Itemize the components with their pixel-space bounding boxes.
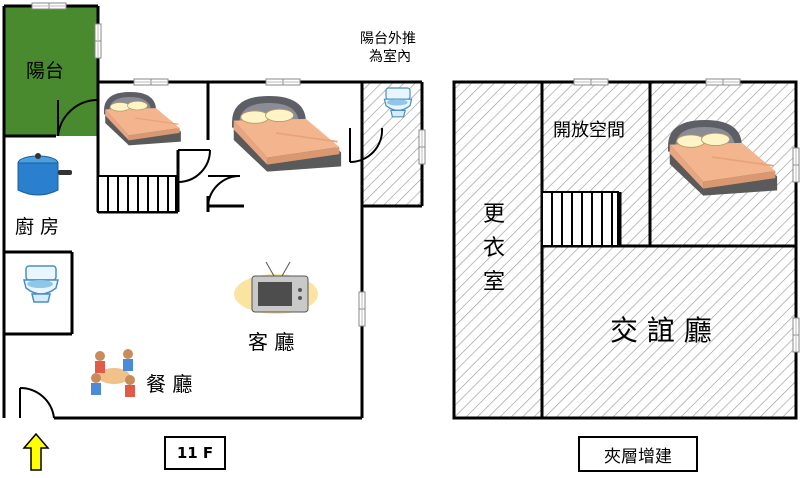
bed-icon bbox=[103, 91, 182, 146]
right-plan bbox=[452, 78, 800, 420]
entry-arrow-icon bbox=[22, 432, 50, 471]
door-swing-icon bbox=[19, 98, 384, 419]
dining-people-icon bbox=[91, 349, 135, 397]
open-space-label: 開放空間 bbox=[553, 120, 625, 141]
tv-icon bbox=[234, 261, 318, 314]
dressing-room-label-1: 更 bbox=[483, 202, 506, 227]
balcony-note-line1: 陽台外推 bbox=[360, 31, 416, 47]
window-icon bbox=[792, 147, 800, 183]
window-icon bbox=[31, 2, 67, 10]
cooking-pot-icon bbox=[17, 153, 72, 196]
window-icon bbox=[133, 78, 169, 86]
dining-room-label: 餐 廳 bbox=[146, 372, 193, 396]
dressing-room-label-3: 室 bbox=[483, 270, 506, 295]
window-icon bbox=[418, 129, 426, 165]
stairs-icon bbox=[97, 175, 177, 213]
stairs-icon bbox=[541, 191, 619, 247]
window-icon bbox=[94, 23, 102, 59]
window-icon bbox=[358, 291, 366, 327]
balcony-area bbox=[4, 6, 98, 136]
window-icon bbox=[705, 78, 741, 86]
window-icon bbox=[792, 317, 800, 353]
lounge-label: 交 誼 廳 bbox=[610, 314, 712, 347]
window-icon bbox=[573, 78, 609, 86]
balcony-label: 陽台 bbox=[26, 60, 65, 82]
floor-tag-mezzanine: 夾層增建 bbox=[578, 436, 698, 472]
left-plan bbox=[2, 2, 426, 471]
window-icon bbox=[265, 78, 301, 86]
toilet-icon bbox=[23, 265, 59, 303]
floor-tag-11f: 11 F bbox=[164, 436, 226, 470]
balcony-note-line2: 為室內 bbox=[369, 49, 411, 65]
dressing-room-label-2: 衣 bbox=[483, 236, 506, 261]
kitchen-label: 廚 房 bbox=[15, 216, 60, 238]
bed-icon bbox=[231, 95, 342, 173]
living-room-label: 客 廳 bbox=[248, 330, 295, 354]
